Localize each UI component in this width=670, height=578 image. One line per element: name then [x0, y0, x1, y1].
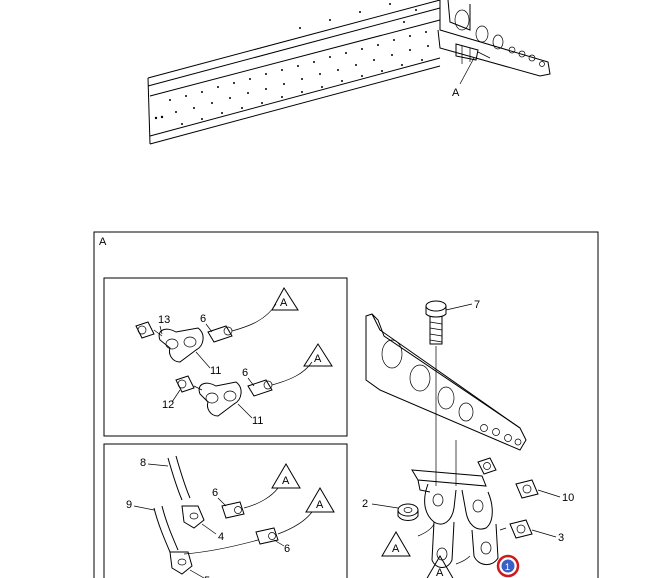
svg-text:A: A	[436, 567, 444, 578]
leader-6-upper	[205, 323, 213, 333]
callout-6-hose-a: 6	[212, 487, 218, 499]
fitting-3	[499, 519, 533, 539]
callout-4: 4	[218, 531, 224, 543]
valve-assembly-upper	[135, 321, 233, 363]
triangle-mark-a-1: A	[271, 287, 299, 311]
bracket-assembly: 7 10 2	[362, 299, 574, 578]
callout-1: 1	[505, 562, 510, 572]
pipe-hose-b	[277, 511, 313, 535]
fitting-10	[515, 479, 539, 499]
leader-2	[371, 503, 399, 509]
inset-top-frame	[103, 277, 348, 437]
triangle-mark-a-3: A	[271, 463, 301, 489]
valve-assembly-lower	[175, 375, 273, 417]
elbow-fitting-lower	[169, 551, 193, 575]
callout-7: 7	[474, 299, 480, 311]
chassis-frame-overview: A	[147, 0, 551, 145]
svg-text:A: A	[392, 543, 400, 555]
svg-text:A: A	[280, 297, 288, 309]
leader-6-lower	[247, 377, 255, 387]
callout-11-upper: 11	[210, 365, 221, 377]
pipe-lower	[271, 361, 313, 386]
nut-2	[397, 503, 419, 521]
svg-text:A: A	[282, 475, 290, 487]
leader-11-lower	[237, 403, 253, 419]
callout-6-upper: 6	[200, 313, 206, 325]
inset-bottom-frame	[103, 443, 348, 578]
overview-bracket	[437, 0, 551, 77]
elbow-fitting-upper	[181, 505, 205, 529]
callout-10: 10	[562, 492, 574, 504]
leader-13	[159, 325, 163, 335]
fitting-upper-right	[477, 457, 497, 475]
leader-3	[531, 529, 557, 538]
hose-9	[153, 505, 179, 553]
triangle-mark-a-5: A	[381, 523, 435, 557]
frame-rail	[147, 0, 441, 145]
leader-4	[201, 523, 217, 535]
mounting-bracket	[365, 313, 527, 451]
pipe-elbow	[183, 539, 259, 555]
leader-11-upper	[195, 351, 211, 369]
highlighted-callout-1[interactable]: 1	[496, 554, 520, 578]
leader-7	[445, 303, 473, 311]
detail-frame-label: A	[99, 236, 107, 248]
callout-9: 9	[126, 499, 132, 511]
callout-2: 2	[362, 498, 368, 510]
fitting-6-b	[255, 527, 279, 545]
leader-10	[537, 489, 561, 498]
leader-9	[133, 505, 155, 511]
fitting-6-a	[221, 501, 245, 519]
triangle-mark-a-2: A	[303, 343, 333, 367]
inset-valve-fittings: 13 6 11 A 6 12 11 A	[103, 277, 348, 437]
callout-1-badge	[501, 559, 515, 573]
overview-callout-a: A	[452, 87, 460, 99]
callout-6-hose-b: 6	[284, 543, 290, 555]
callout-13: 13	[158, 314, 170, 326]
detail-frame	[93, 231, 599, 578]
triangle-mark-a-6: A	[426, 555, 471, 578]
callout-3: 3	[558, 532, 564, 544]
pipe-hose-a	[243, 487, 279, 509]
pipe-upper	[231, 303, 277, 332]
bolt-7	[425, 300, 447, 486]
callout-11-lower: 11	[252, 415, 263, 427]
rivet-hole-pattern	[154, 3, 429, 125]
overview-callout-leader	[459, 57, 475, 85]
leader-6-hose-b	[273, 539, 285, 547]
highlight-ring	[496, 554, 520, 578]
leader-5	[189, 569, 205, 578]
callout-5: 5	[204, 575, 210, 578]
svg-text:A: A	[316, 499, 324, 511]
hose-8	[167, 455, 191, 501]
leader-12	[171, 389, 181, 403]
leader-8	[147, 463, 169, 467]
triangle-mark-a-4: A	[305, 487, 335, 513]
inset-hose-fittings: 8 9 6 4 A 6	[103, 443, 348, 578]
callout-6-lower: 6	[242, 367, 248, 379]
leader-6-hose-a	[217, 497, 227, 507]
callout-12: 12	[162, 399, 174, 411]
svg-text:A: A	[314, 353, 322, 365]
callout-8: 8	[140, 457, 146, 469]
valve-mount-plate	[411, 469, 499, 568]
